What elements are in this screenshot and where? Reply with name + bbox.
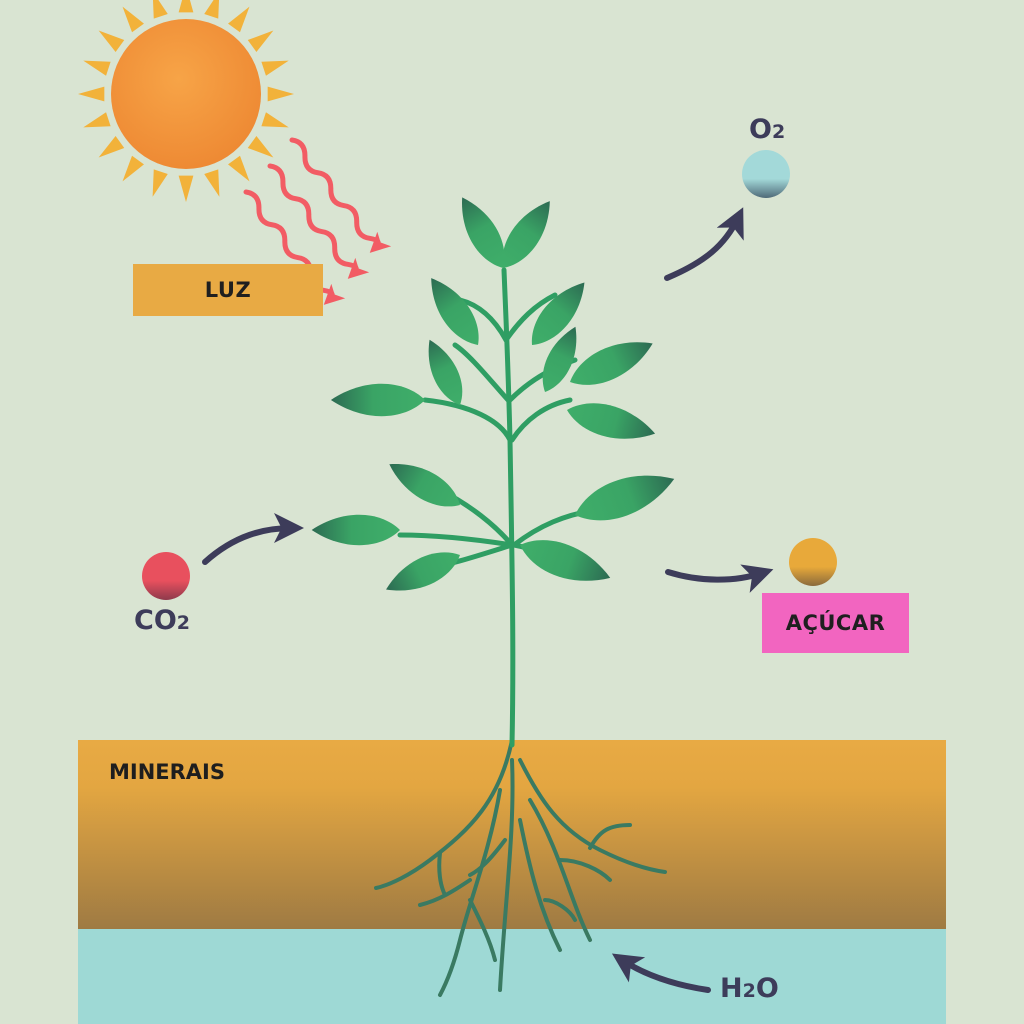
- sun-ray: [122, 155, 144, 182]
- sun-ray: [267, 86, 294, 102]
- co2-formula: CO2: [134, 605, 190, 636]
- o2-formula-sub: 2: [771, 121, 786, 143]
- o2-arrow-icon: [664, 207, 744, 281]
- sun-ray: [178, 0, 194, 13]
- sun-ray: [247, 136, 274, 158]
- sugar-label: AÇÚCAR: [762, 593, 909, 653]
- sun-ray: [152, 169, 168, 197]
- h2o-formula: H2O: [720, 973, 779, 1004]
- sun-ray: [204, 0, 220, 19]
- sun-ray: [261, 112, 289, 128]
- sun-ray: [122, 6, 144, 33]
- h2o-formula-main1: H: [720, 973, 743, 1004]
- co2-formula-sub: 2: [176, 612, 191, 634]
- co2-formula-main: CO: [134, 605, 177, 636]
- o2-formula-main: O: [749, 114, 772, 145]
- h2o-arrow-icon: [611, 953, 711, 993]
- sun-ray: [78, 86, 105, 102]
- water-layer: [78, 929, 946, 1024]
- sun-ray: [178, 175, 194, 202]
- o2-formula: O2: [749, 114, 785, 145]
- sun-ray: [228, 155, 250, 182]
- sun-ray: [247, 30, 274, 52]
- sun-ray: [83, 60, 111, 76]
- sun-ray: [261, 60, 289, 76]
- co2-arrow-icon: [202, 513, 304, 565]
- sun-ray: [98, 136, 125, 158]
- roots-icon: [374, 738, 667, 997]
- sun-icon: [78, 0, 294, 202]
- co2-molecule-icon: [142, 552, 190, 600]
- h2o-formula-main2: O: [755, 973, 779, 1004]
- h2o-formula-sub: 2: [742, 980, 756, 1002]
- sun-ray: [83, 112, 111, 128]
- sun-ray: [98, 30, 125, 52]
- minerals-label: MINERAIS: [109, 760, 225, 784]
- light-label: LUZ: [133, 264, 323, 316]
- o2-molecule-icon: [742, 150, 790, 198]
- sugar-arrow-icon: [665, 564, 774, 593]
- sun-ray: [152, 0, 168, 19]
- sugar-molecule-icon: [789, 538, 837, 586]
- sun-ray: [228, 6, 250, 33]
- sun-ray: [204, 169, 220, 197]
